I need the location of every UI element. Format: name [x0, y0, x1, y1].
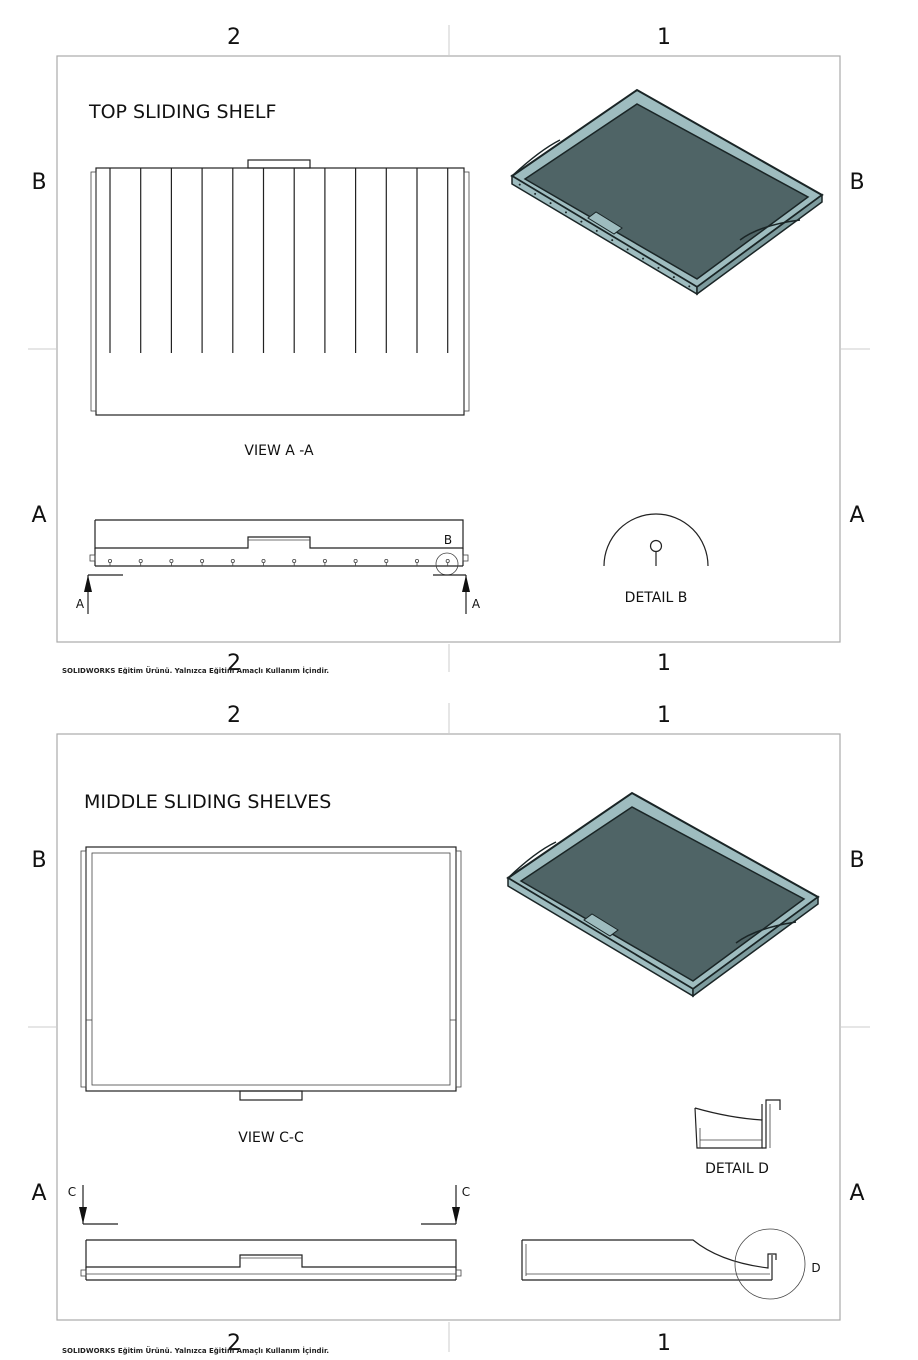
- sheet-border: [56, 733, 841, 1321]
- section-letter-left: A: [76, 597, 85, 611]
- tray-hole: [657, 266, 660, 269]
- zone-col-1-bottom: 1: [657, 651, 671, 676]
- section-arrow-left: [79, 1185, 118, 1225]
- zone-row-a-right: A: [849, 503, 864, 528]
- detail-d-view: [694, 1099, 781, 1149]
- tray-hole: [549, 202, 552, 205]
- section-arrow-left: [84, 574, 123, 614]
- sheet-middle-sliding-shelves: 2 1 B B A A MIDDLE SLIDING SHELVES VIEW …: [28, 703, 870, 1356]
- tray-hole: [626, 248, 629, 251]
- tray-hole: [580, 220, 583, 223]
- detail-label: DETAIL D: [705, 1161, 769, 1177]
- zone-col-2-bottom: 2: [227, 651, 241, 676]
- sheet-gap: [0, 674, 918, 700]
- detail-label: DETAIL B: [625, 590, 688, 606]
- end-view: [521, 1228, 806, 1300]
- zone-col-1-bottom: 1: [657, 1331, 671, 1356]
- zone-col-2-bottom: 2: [227, 1331, 241, 1356]
- tray-hole: [672, 276, 675, 279]
- watermark-footer: SOLIDWORKS Eğitim Ürünü. Yalnızca Eğitim…: [62, 1346, 329, 1355]
- side-view: [80, 1239, 462, 1281]
- detail-marker: D: [811, 1261, 820, 1275]
- top-view: [90, 159, 470, 416]
- zone-row-a-left: A: [31, 503, 46, 528]
- zone-row-b-left: B: [31, 170, 46, 195]
- zone-col-2-top: 2: [227, 703, 241, 728]
- isometric-tray: [510, 88, 824, 296]
- tray-hole: [642, 257, 645, 260]
- tray-hole: [534, 192, 537, 195]
- zone-row-a-right: A: [849, 1181, 864, 1206]
- detail-b-view: [603, 513, 709, 567]
- section-letter-left: C: [68, 1185, 76, 1199]
- side-view: [89, 519, 469, 576]
- section-arrow-right: [421, 1185, 460, 1225]
- isometric-tray: [506, 791, 820, 998]
- zone-row-b-left: B: [31, 848, 46, 873]
- top-view: [80, 846, 462, 1101]
- zone-col-1-top: 1: [657, 25, 671, 50]
- zone-row-b-right: B: [849, 848, 864, 873]
- tray-hole: [688, 285, 691, 288]
- tray-hole: [595, 229, 598, 232]
- view-label: VIEW C-C: [238, 1130, 304, 1146]
- drawing-title: MIDDLE SLIDING SHELVES: [84, 791, 331, 813]
- tray-hole: [611, 239, 614, 242]
- tray-hole: [518, 183, 521, 186]
- tray-hole: [564, 211, 567, 214]
- section-letter-right: C: [462, 1185, 470, 1199]
- zone-col-1-top: 1: [657, 703, 671, 728]
- view-label: VIEW A -A: [244, 443, 314, 459]
- zone-col-2-top: 2: [227, 25, 241, 50]
- zone-row-b-right: B: [849, 170, 864, 195]
- drawing-title: TOP SLIDING SHELF: [88, 101, 276, 123]
- zone-row-a-left: A: [31, 1181, 46, 1206]
- watermark-footer: SOLIDWORKS Eğitim Ürünü. Yalnızca Eğitim…: [62, 666, 329, 675]
- sheet-top-sliding-shelf: 2 1 B B A A TOP SLIDING SHELF VIEW A -A: [28, 25, 870, 676]
- section-letter-right: A: [472, 597, 481, 611]
- detail-marker: B: [444, 533, 452, 547]
- section-arrow-right: [433, 574, 470, 614]
